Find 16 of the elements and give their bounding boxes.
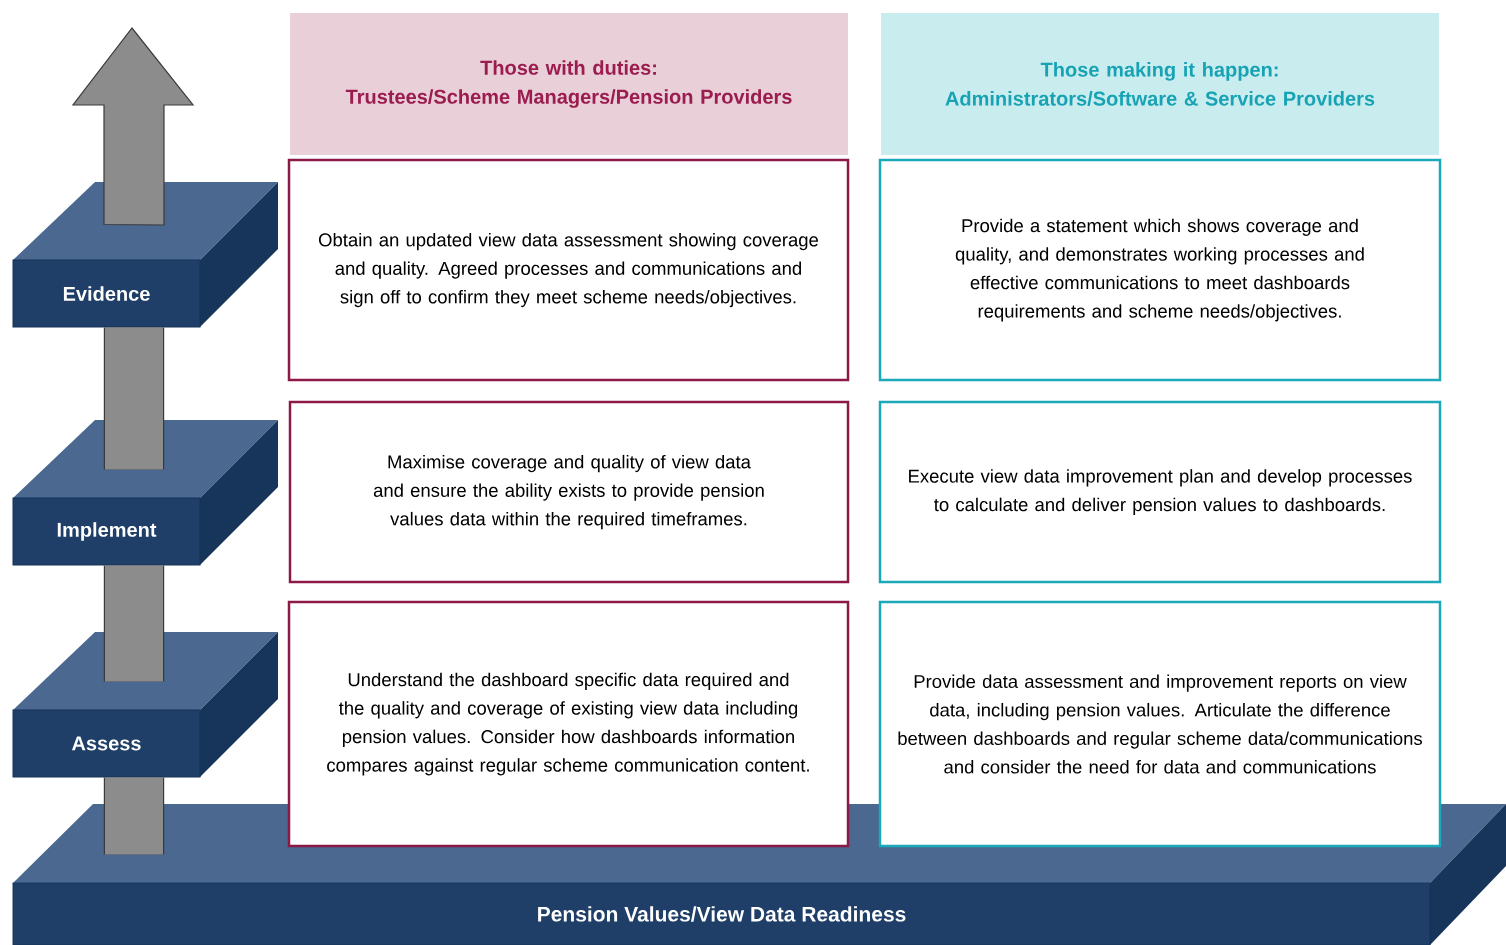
text-box: Execute view data improvement plan and develop processes to calculate and deliver pension values to dashboards. bbox=[878, 400, 1442, 584]
node-label: Implement bbox=[57, 522, 157, 541]
text-box: Maximise coverage and quality of view data and ensure the ability exists to provide pension values data within the required timeframes. bbox=[288, 400, 850, 584]
node-label: Assess bbox=[71, 736, 141, 751]
step-block: Assess bbox=[12, 632, 278, 778]
node-label: Pension Values/View Data Readiness bbox=[538, 906, 906, 922]
step-block: Implement bbox=[12, 420, 278, 566]
text-box: Provide a statement which shows coverage and quality, and demonstrates working processes and effective communications to meet dashboards requirements and scheme needs/objectives. bbox=[878, 158, 1442, 382]
text-box: Obtain an updated view data assessment showing coverage and quality. Agreed processes and communications and sign off to confirm they meet scheme needs/objectives. bbox=[287, 158, 850, 382]
text-box: Provide data assessment and improvement reports on view data, including pension values. Articulate the difference between dashboards and regular scheme data/communications and consider the need for data and communications bbox=[878, 600, 1442, 848]
text-box: Understand the dashboard specific data required and the quality and coverage of existing view data including pension values. Consider how dashboards information compares against regular scheme communication content. bbox=[287, 600, 850, 848]
arrow bbox=[71, 27, 195, 226]
step-block: Evidence bbox=[12, 182, 278, 328]
column-header: Those making it happen: Administrators/Software & Service Providers bbox=[881, 13, 1439, 155]
node-label: Evidence bbox=[63, 286, 150, 301]
column-header: Those with duties: Trustees/Scheme Managers/Pension Providers bbox=[290, 13, 848, 155]
